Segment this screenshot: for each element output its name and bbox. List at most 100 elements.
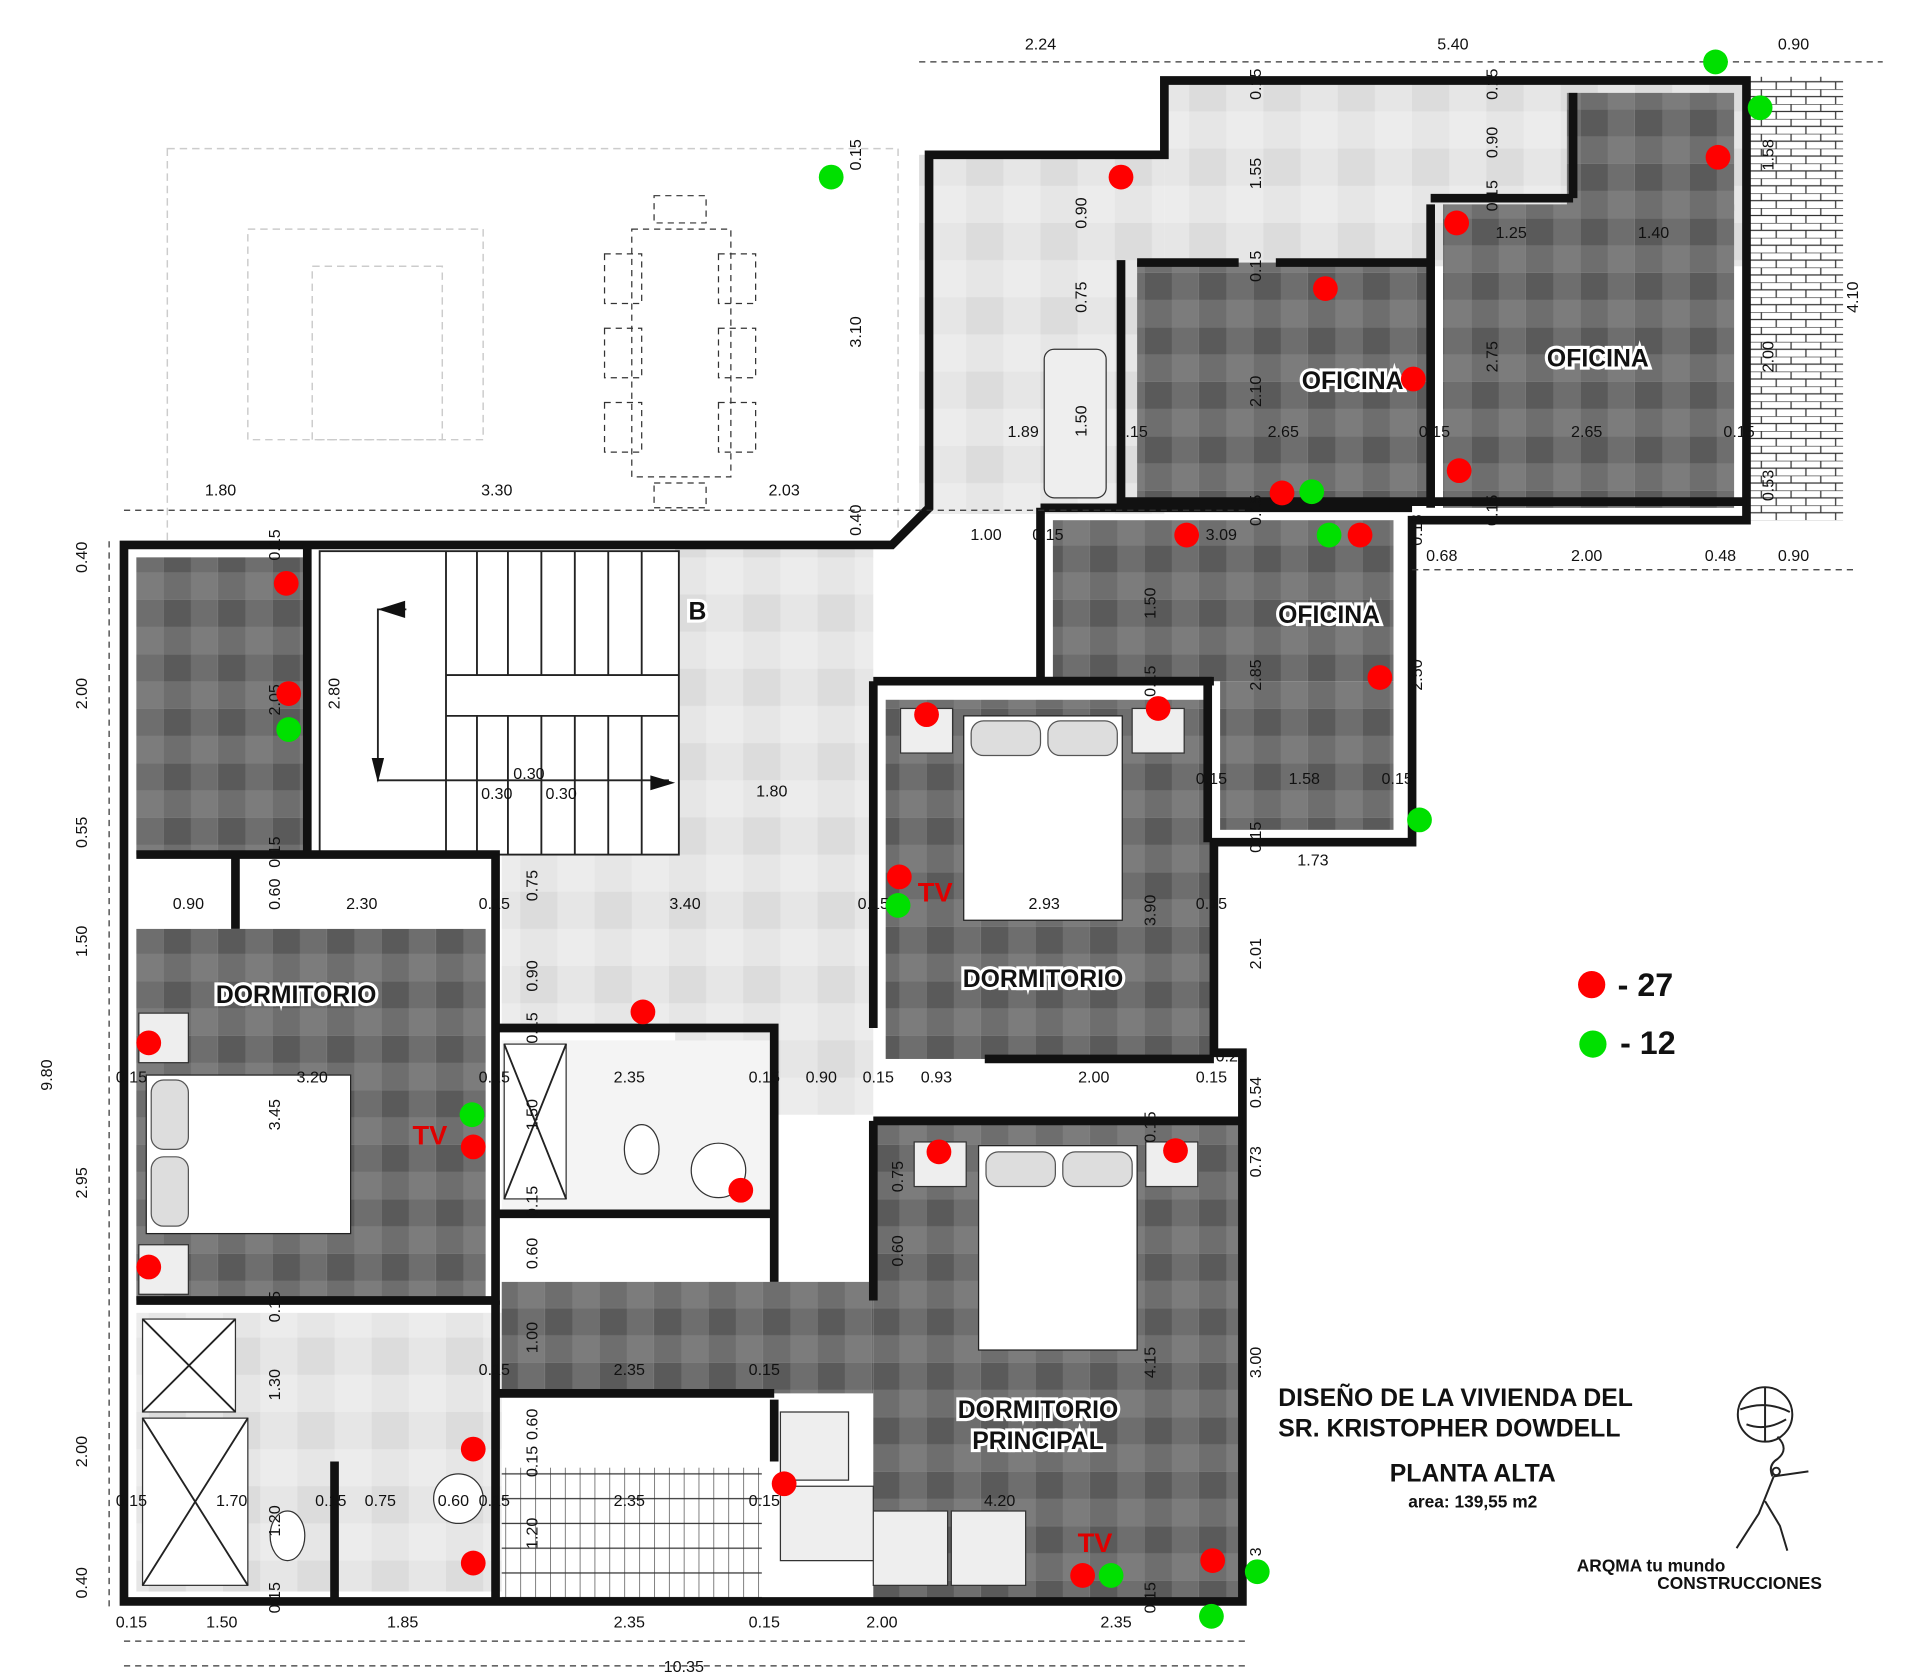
red-marker — [1347, 522, 1373, 548]
dimension-label: 0.15 — [749, 1492, 780, 1510]
dimension-label: 0.90 — [1072, 197, 1090, 228]
dimension-label: 2.65 — [1268, 423, 1299, 441]
dimension-label: 0.93 — [921, 1068, 952, 1086]
dimension-label: 0.68 — [1426, 547, 1457, 565]
dimension-label: 0.73 — [1247, 1146, 1265, 1177]
green-marker — [1316, 522, 1342, 548]
red-marker — [460, 1550, 486, 1576]
red-marker — [1200, 1548, 1226, 1573]
green-marker — [1244, 1559, 1270, 1585]
red-marker — [728, 1177, 754, 1203]
dimension-label: 0.15 — [749, 1068, 780, 1086]
red-marker — [136, 1254, 162, 1280]
dimension-label: 0.15 — [858, 895, 889, 913]
red-marker — [136, 1030, 162, 1056]
dimension-label: 0.23 — [1216, 1047, 1247, 1065]
red-marker — [1269, 480, 1295, 506]
dimension-label: 1.50 — [206, 1613, 237, 1631]
dimension-label: 2.80 — [325, 678, 343, 709]
legend-red-dot — [1578, 971, 1606, 999]
floors — [136, 76, 1844, 1598]
dimension-label: 1.58 — [1289, 770, 1320, 788]
green-marker — [1098, 1563, 1124, 1588]
dimension-label: 1.50 — [524, 1099, 542, 1130]
dimension-label: 0.15 — [1382, 770, 1413, 788]
dimension-label: 0.60 — [524, 1238, 542, 1269]
dimension-label: 3.45 — [266, 1099, 284, 1130]
plan-area: area: 139,55 m2 — [1408, 1491, 1537, 1511]
dimension-label: 1.70 — [216, 1492, 247, 1510]
dimension-label: 0.15 — [315, 1492, 346, 1510]
dimension-label: 0.15 — [1142, 1111, 1160, 1142]
dimension-label: 0.15 — [847, 139, 865, 170]
legend-red-label: - 27 — [1618, 967, 1673, 1003]
dimension-label: 1.20 — [266, 1505, 284, 1536]
tv-label: TV — [918, 877, 953, 908]
red-marker — [1705, 144, 1731, 170]
arqma-logo — [1735, 1386, 1809, 1551]
dimension-label: 0.15 — [479, 1068, 510, 1086]
dimension-label: 3.90 — [1142, 895, 1160, 926]
dimension-label: 10.35 — [664, 1658, 704, 1676]
dimension-label: 3.20 — [297, 1068, 328, 1086]
tv-label: TV — [1078, 1527, 1113, 1558]
dimension-label: 0.15 — [1032, 526, 1063, 544]
dimension-label: 2.35 — [1100, 1613, 1131, 1631]
dimension-label: 3.09 — [1206, 526, 1237, 544]
dimension-label: 0.15 — [266, 1582, 284, 1613]
dimension-label: 0.15 — [1196, 1068, 1227, 1086]
dimension-label: 3.40 — [669, 895, 700, 913]
dimension-label: 0.15 — [479, 1361, 510, 1379]
stair-label: B — [688, 598, 706, 625]
dimension-label: 1.55 — [1247, 158, 1265, 189]
dimension-label: 2.95 — [73, 1167, 91, 1198]
dimension-label: 0.15 — [1247, 495, 1265, 526]
dimension-label: 0.15 — [479, 1492, 510, 1510]
red-marker — [1312, 276, 1338, 301]
red-marker — [1444, 210, 1470, 236]
dimension-label: 1.80 — [205, 481, 236, 499]
legend-green-label: - 12 — [1620, 1025, 1675, 1061]
dimension-label: 0.60 — [524, 1409, 542, 1440]
dimension-label: 2.00 — [1760, 341, 1778, 372]
red-marker — [460, 1134, 486, 1160]
dimension-label: 4.15 — [1142, 1347, 1160, 1378]
dimension-label: 2.00 — [73, 678, 91, 709]
dimension-label: 3.10 — [847, 316, 865, 347]
dimension-label: 2.00 — [1078, 1068, 1109, 1086]
room-label-oficina: OFICINA — [1278, 602, 1380, 629]
dimension-label: 0.90 — [806, 1068, 837, 1086]
dimension-label: 1.20 — [524, 1518, 542, 1549]
red-marker — [630, 999, 656, 1025]
dimension-label: 0.90 — [173, 895, 204, 913]
dimension-label: 0.15 — [749, 1613, 780, 1631]
dimension-label: 0.15 — [1196, 770, 1227, 788]
room-label-oficina: OFICINA — [1302, 368, 1404, 395]
dimension-label: 1.50 — [1072, 405, 1090, 436]
dimension-label: 1.89 — [1008, 423, 1039, 441]
room-label-dormitorio-principal: PRINCIPAL — [972, 1428, 1104, 1455]
dimension-label: 2.03 — [768, 481, 799, 499]
room-label-dormitorio: DORMITORIO — [963, 966, 1124, 993]
staircase — [318, 550, 680, 856]
title-line-2: SR. KRISTOPHER DOWDELL — [1278, 1416, 1620, 1443]
dimension-label: 0.15 — [1196, 895, 1227, 913]
dimension-label: 2.93 — [1029, 895, 1060, 913]
dimension-label: 0.48 — [1705, 547, 1736, 565]
legend-green-dot — [1579, 1030, 1607, 1058]
red-marker — [1367, 665, 1393, 690]
dimension-label: 3 — [1247, 1547, 1265, 1556]
dimension-label: 0.15 — [266, 836, 284, 867]
room-label-dormitorio-principal: DORMITORIO — [958, 1397, 1119, 1424]
dimension-label: 0.53 — [1760, 470, 1778, 501]
green-marker — [459, 1102, 485, 1128]
dimension-label: 9.80 — [38, 1059, 56, 1090]
dimension-label: 0.54 — [1247, 1077, 1265, 1108]
dimension-label: 2.35 — [614, 1068, 645, 1086]
dimension-label: 2.00 — [73, 1436, 91, 1467]
dimension-label: 0.90 — [524, 960, 542, 991]
dining-table — [603, 195, 757, 509]
dimension-label: 0.15 — [1142, 665, 1160, 696]
dimension-label: 2.35 — [614, 1613, 645, 1631]
